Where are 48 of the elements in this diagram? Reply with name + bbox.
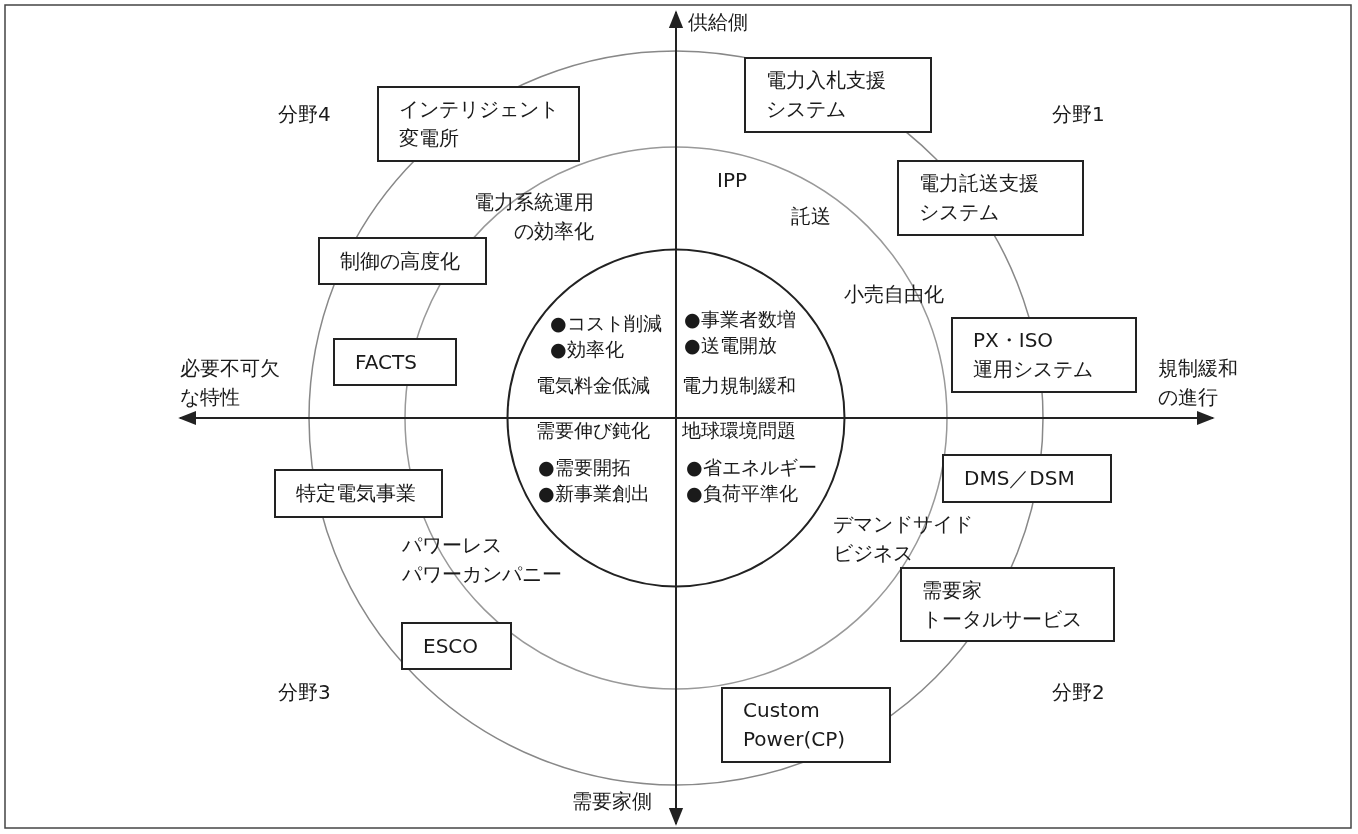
- quadrant-label: 分野3: [278, 679, 331, 706]
- circle-text: ●コスト削減: [550, 311, 662, 336]
- category-box: [721, 687, 891, 763]
- circle-text: 需要伸び鈍化: [536, 418, 650, 443]
- ring-label: IPP: [717, 167, 748, 194]
- circle-text: ●需要開拓: [538, 455, 631, 480]
- box-text: DMS／DSM: [964, 465, 1075, 492]
- category-box: [897, 160, 1084, 236]
- circle-text: ●負荷平準化: [686, 481, 798, 506]
- category-box: [744, 57, 932, 133]
- circle-text: 電力規制緩和: [682, 373, 796, 398]
- quadrant-label: 分野1: [1052, 101, 1105, 128]
- box-text: 電力託送支援システム: [919, 170, 1039, 226]
- axis-label: 必要不可欠な特性: [180, 355, 280, 411]
- ring-label: デマンドサイドビジネス: [833, 511, 973, 567]
- circle-text: ●新事業創出: [538, 481, 650, 506]
- box-text: 電力入札支援システム: [766, 67, 886, 123]
- axis-label: 規制緩和の進行: [1158, 355, 1238, 411]
- quadrant-label: 分野4: [278, 101, 331, 128]
- category-box: [333, 338, 457, 386]
- quadrant-label: 分野2: [1052, 679, 1105, 706]
- box-text: Custom Power(CP): [743, 697, 846, 753]
- circle-text: ●省エネルギー: [686, 455, 817, 480]
- axis-label: 供給側: [688, 9, 748, 36]
- circle-text: 電気料金低減: [536, 373, 650, 398]
- box-text: 需要家トータルサービス: [922, 576, 1082, 633]
- category-box: [274, 469, 443, 518]
- box-text: 特定電気事業: [296, 480, 416, 507]
- category-box: [942, 454, 1112, 503]
- category-box: [318, 237, 487, 285]
- circle-text: ●送電開放: [684, 333, 777, 358]
- ring-label: 小売自由化: [844, 281, 944, 308]
- circle-text: ●効率化: [550, 337, 624, 362]
- box-text: ESCO: [423, 632, 479, 660]
- category-box: [401, 622, 512, 670]
- circle-text: ●事業者数増: [684, 307, 796, 332]
- category-box: [951, 317, 1137, 393]
- axis-label: 需要家側: [572, 788, 652, 815]
- category-box: [900, 567, 1115, 642]
- ring-label: 電力系統運用の効率化: [474, 189, 594, 245]
- ring-label: 託送: [791, 203, 831, 230]
- ring-label: パワーレスパワーカンパニー: [402, 532, 562, 588]
- box-text: PX・ISO運用システム: [973, 327, 1093, 383]
- circle-text: 地球環境問題: [682, 418, 796, 443]
- box-text: インテリジェント変電所: [399, 96, 559, 152]
- box-text: 制御の高度化: [340, 247, 460, 275]
- box-text: FACTS: [355, 348, 417, 376]
- category-box: [377, 86, 580, 162]
